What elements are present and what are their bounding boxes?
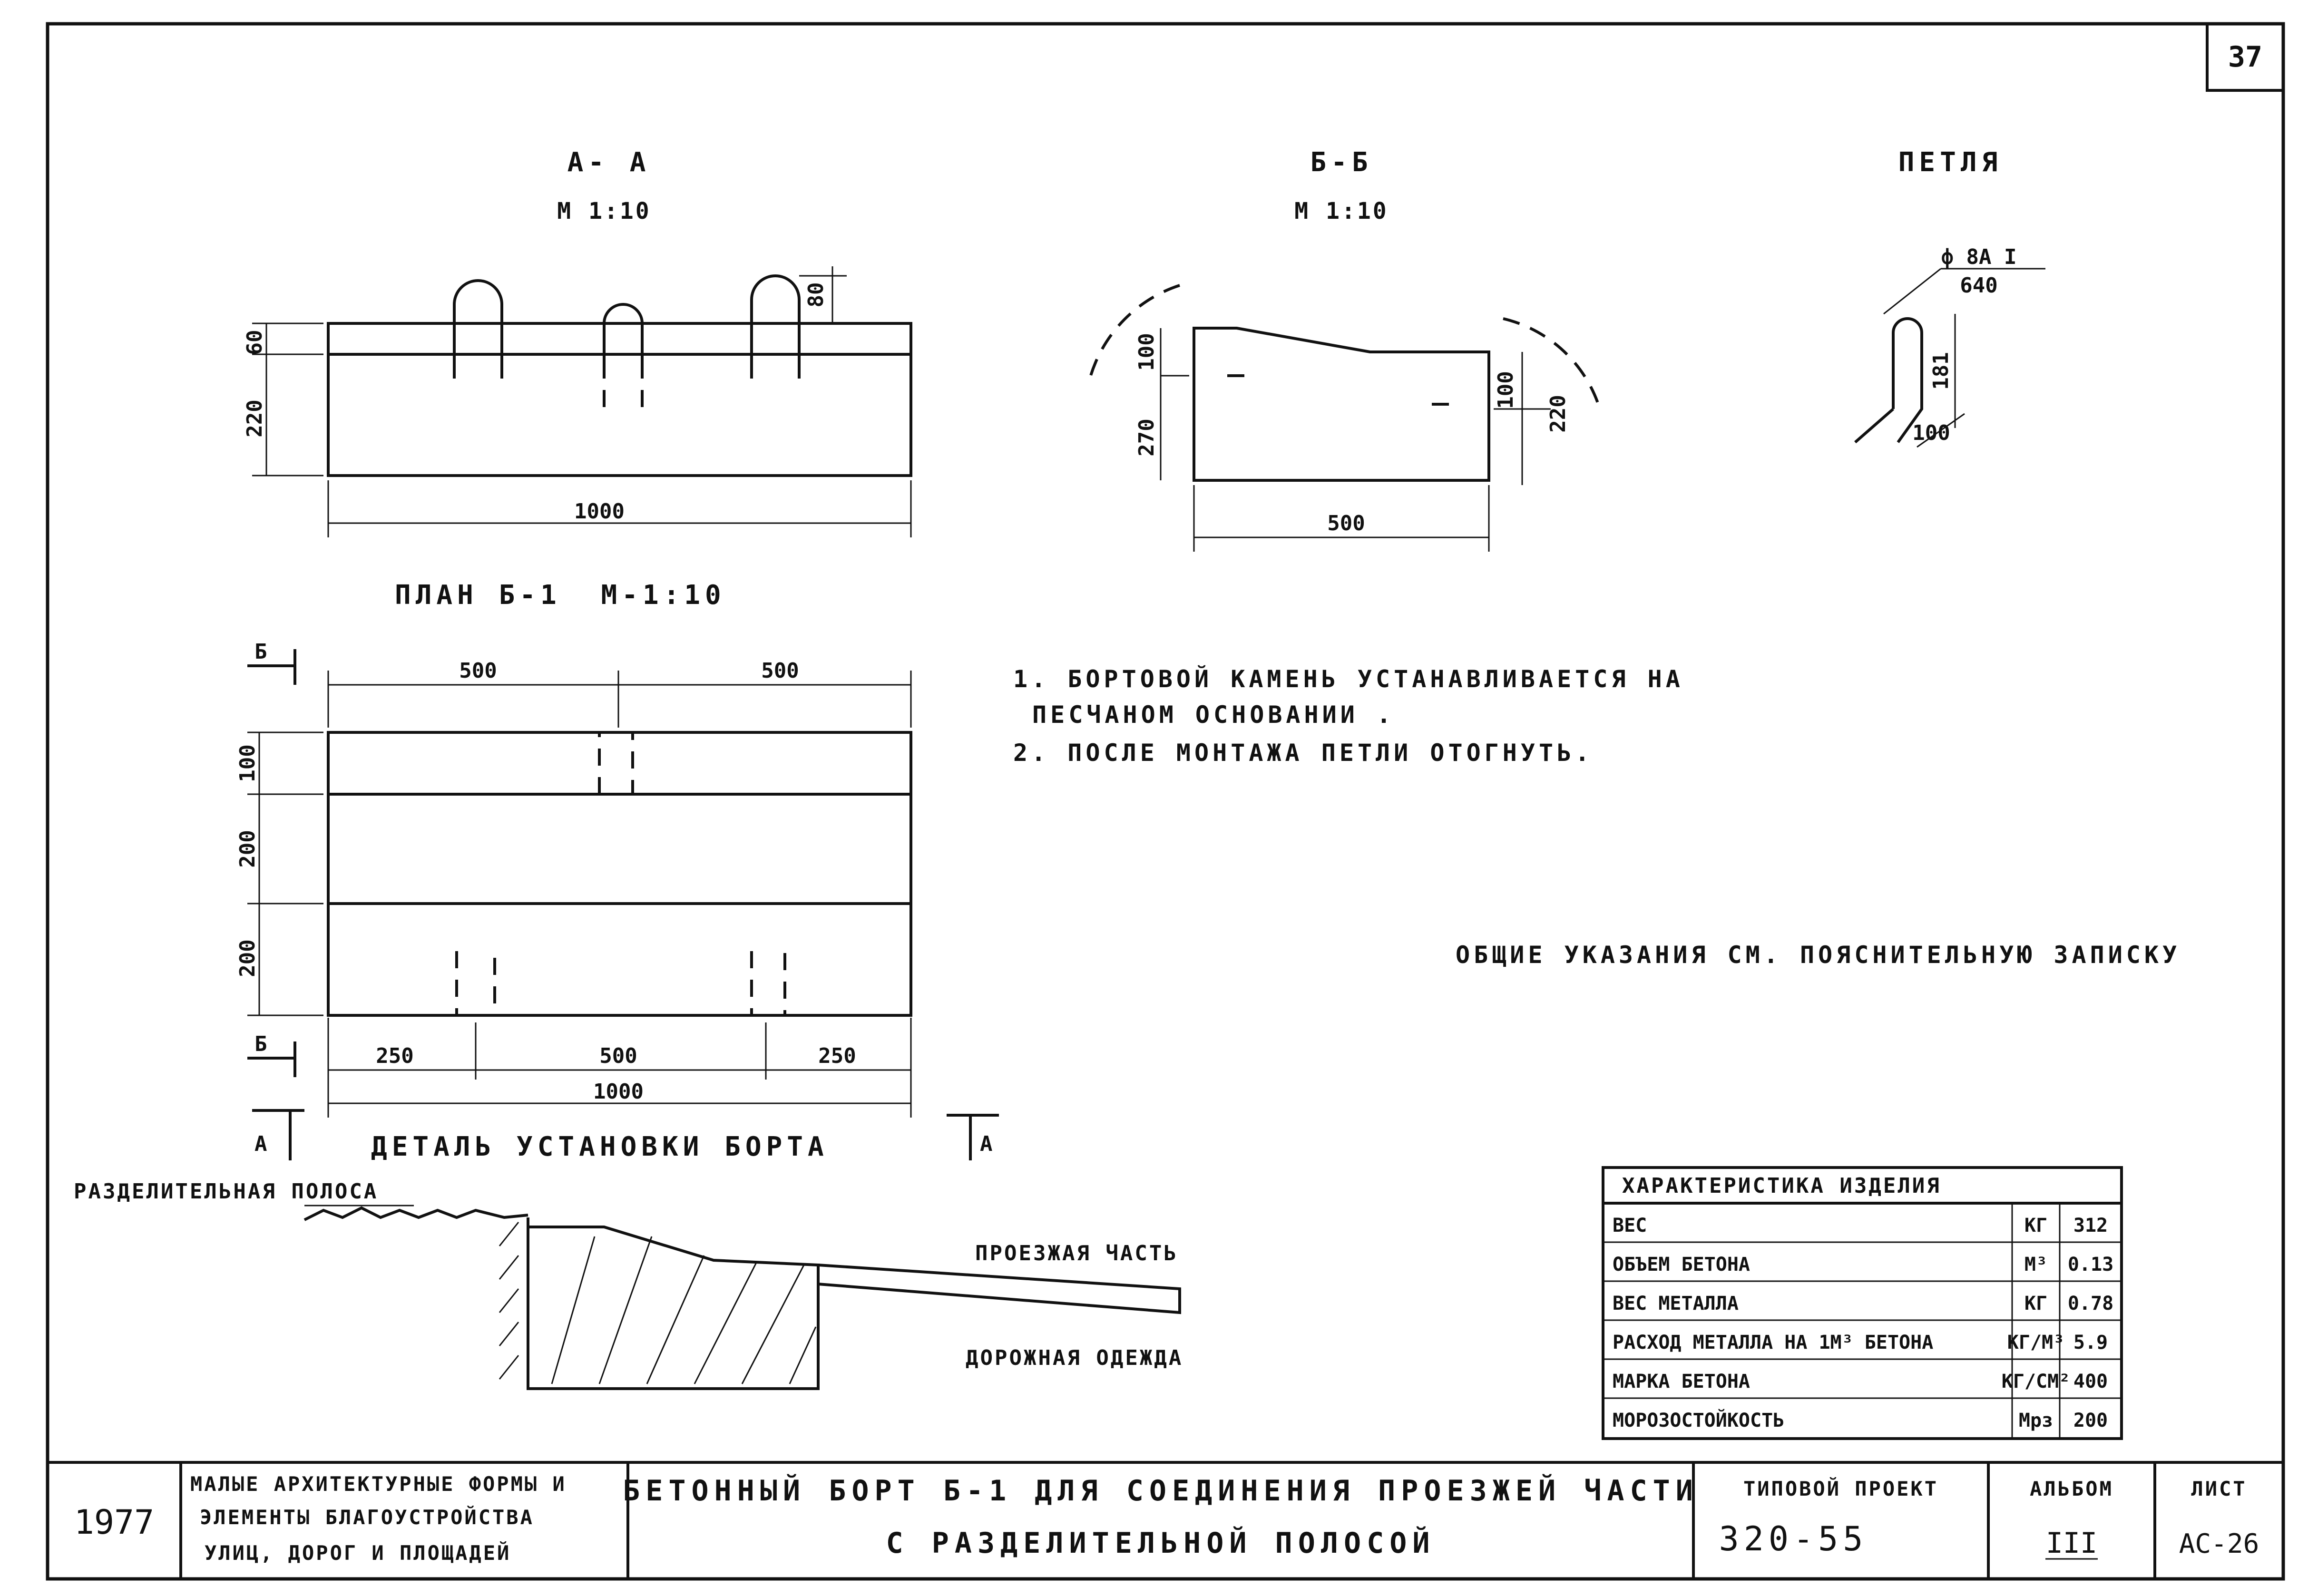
char-row-value: 312 bbox=[2073, 1215, 2108, 1236]
loop-rebar: ф 8А I bbox=[1941, 245, 2017, 269]
title-series-line: МАЛЫЕ АРХИТЕКТУРНЫЕ ФОРМЫ И bbox=[190, 1472, 567, 1496]
section-aa-title: А- А bbox=[567, 147, 651, 178]
project-label: ТИПОВОЙ ПРОЕКТ bbox=[1743, 1477, 1938, 1500]
plan-dim-bottom-left: 250 bbox=[376, 1044, 413, 1068]
sheet-label: ЛИСТ bbox=[2191, 1477, 2247, 1500]
bb-dim-length: 500 bbox=[1327, 511, 1365, 535]
plan-cut-b-top: Б bbox=[254, 640, 267, 664]
char-row-name: ВЕС bbox=[1613, 1215, 1647, 1236]
loop-detail: ПЕТЛЯ ф 8А I 640 181 100 bbox=[1854, 147, 2045, 448]
plan-title-scale: М-1:10 bbox=[601, 580, 725, 611]
title-block: 1977 МАЛЫЕ АРХИТЕКТУРНЫЕ ФОРМЫ И ЭЛЕМЕНТ… bbox=[48, 1461, 2283, 1579]
char-row-unit: Мрз bbox=[2019, 1410, 2053, 1431]
sheet-number-box: 37 bbox=[2206, 22, 2285, 92]
char-row-unit: КГ bbox=[2024, 1215, 2047, 1236]
title-main-line: С РАЗДЕЛИТЕЛЬНОЙ ПОЛОСОЙ bbox=[886, 1526, 1436, 1560]
section-aa: А- А М 1:10 60 220 80 1000 bbox=[243, 147, 912, 537]
plan-cut-a-right: А bbox=[980, 1132, 993, 1156]
section-bb: Б-Б М 1:10 100 270 100 220 500 bbox=[1088, 147, 1600, 552]
install-detail: ДЕТАЛЬ УСТАНОВКИ БОРТА РАЗДЕЛИТЕЛЬНАЯ ПО… bbox=[74, 1131, 1183, 1390]
note-1-cont: ПЕСЧАНОМ ОСНОВАНИИ . bbox=[1032, 701, 1395, 729]
title-series-line: ЭЛЕМЕНТЫ БЛАГОУСТРОЙСТВА bbox=[200, 1505, 534, 1529]
section-bb-title: Б-Б bbox=[1310, 147, 1372, 178]
bb-dim-left-top: 100 bbox=[1134, 333, 1159, 370]
char-row-name: ВЕС МЕТАЛЛА bbox=[1613, 1293, 1739, 1314]
note-1: 1. БОРТОВОЙ КАМЕНЬ УСТАНАВЛИВАЕТСЯ НА bbox=[1013, 665, 1684, 693]
char-row-name: РАСХОД МЕТАЛЛА НА 1М³ БЕТОНА bbox=[1613, 1332, 1933, 1353]
aa-dim-length: 1000 bbox=[574, 499, 625, 524]
loop-title: ПЕТЛЯ bbox=[1898, 147, 2003, 178]
install-median-label: РАЗДЕЛИТЕЛЬНАЯ ПОЛОСА bbox=[74, 1179, 378, 1204]
char-row-value: 0.78 bbox=[2068, 1293, 2113, 1314]
sheet-value: АС-26 bbox=[2179, 1528, 2259, 1559]
characteristics-table: ХАРАКТЕРИСТИКА ИЗДЕЛИЯ ВЕС КГ 312 ОБЪЕМ … bbox=[1602, 1166, 2123, 1440]
note-2: 2. ПОСЛЕ МОНТАЖА ПЕТЛИ ОТОГНУТЬ. bbox=[1013, 739, 1593, 767]
notes: 1. БОРТОВОЙ КАМЕНЬ УСТАНАВЛИВАЕТСЯ НА ПЕ… bbox=[1013, 665, 2181, 969]
bb-dim-right-inner: 100 bbox=[1494, 371, 1518, 409]
plan-dim-row3: 200 bbox=[235, 939, 260, 977]
characteristics-title: ХАРАКТЕРИСТИКА ИЗДЕЛИЯ bbox=[1622, 1174, 1941, 1198]
plan-cut-b-bottom: Б bbox=[254, 1032, 267, 1056]
char-row-value: 200 bbox=[2073, 1410, 2108, 1431]
plan-title: ПЛАН Б-1 М-1:10 bbox=[395, 580, 726, 611]
project-value: 320-55 bbox=[1719, 1519, 1868, 1558]
plan-view: ПЛАН Б-1 М-1:10 Б Б А А 500 500 100 200 … bbox=[235, 580, 999, 1160]
loop-dim-hook: 100 bbox=[1912, 421, 1950, 445]
sheet-number: 37 bbox=[2228, 40, 2262, 74]
plan-dim-row1: 100 bbox=[235, 744, 260, 782]
char-row-name: ОБЪЕМ БЕТОНА bbox=[1613, 1254, 1750, 1275]
loop-dim-height: 181 bbox=[1929, 352, 1953, 389]
char-row-unit: М³ bbox=[2024, 1254, 2047, 1275]
album-value: III bbox=[2046, 1527, 2097, 1560]
char-row-unit: КГ bbox=[2024, 1293, 2047, 1314]
char-row-name: МОРОЗОСТОЙКОСТЬ bbox=[1613, 1409, 1784, 1431]
general-note: ОБЩИЕ УКАЗАНИЯ СМ. ПОЯСНИТЕЛЬНУЮ ЗАПИСКУ bbox=[1456, 941, 2181, 969]
bb-dim-left-height: 270 bbox=[1134, 418, 1159, 456]
title-series-line: УЛИЦ, ДОРОГ И ПЛОЩАДЕЙ bbox=[205, 1541, 511, 1565]
section-aa-scale: М 1:10 bbox=[557, 198, 651, 224]
char-row-unit: КГ/М³ bbox=[2007, 1332, 2064, 1353]
aa-dim-top: 60 bbox=[243, 330, 267, 355]
plan-dim-row2: 200 bbox=[235, 830, 260, 867]
char-row-value: 5.9 bbox=[2073, 1332, 2108, 1353]
plan-dim-total: 1000 bbox=[593, 1080, 644, 1104]
sheet-frame bbox=[46, 22, 2285, 1581]
plan-dim-top-left: 500 bbox=[459, 659, 497, 683]
plan-dim-bottom-mid: 500 bbox=[599, 1044, 637, 1068]
install-pavement-label: ДОРОЖНАЯ ОДЕЖДА bbox=[966, 1346, 1183, 1370]
install-title: ДЕТАЛЬ УСТАНОВКИ БОРТА bbox=[371, 1131, 829, 1162]
plan-cut-a-left: А bbox=[254, 1132, 267, 1156]
bb-dim-right-height: 220 bbox=[1546, 395, 1570, 432]
title-year: 1977 bbox=[74, 1503, 155, 1542]
title-main-line: БЕТОННЫЙ БОРТ Б-1 ДЛЯ СОЕДИНЕНИЯ ПРОЕЗЖЕ… bbox=[623, 1473, 1699, 1508]
char-row-name: МАРКА БЕТОНА bbox=[1613, 1371, 1750, 1392]
album-label: АЛЬБОМ bbox=[2030, 1477, 2113, 1500]
install-carriageway-label: ПРОЕЗЖАЯ ЧАСТЬ bbox=[975, 1241, 1178, 1265]
char-row-value: 0.13 bbox=[2068, 1254, 2113, 1275]
section-bb-scale: М 1:10 bbox=[1294, 198, 1388, 224]
aa-dim-height: 220 bbox=[243, 399, 267, 437]
char-row-unit: КГ/СМ² bbox=[2002, 1371, 2071, 1392]
loop-rebar-length: 640 bbox=[1960, 273, 1997, 298]
plan-dim-bottom-right: 250 bbox=[818, 1044, 856, 1068]
plan-title-name: ПЛАН Б-1 bbox=[395, 580, 561, 611]
aa-dim-loop: 80 bbox=[804, 282, 828, 308]
plan-dim-top-right: 500 bbox=[761, 659, 799, 683]
char-row-value: 400 bbox=[2073, 1371, 2108, 1392]
